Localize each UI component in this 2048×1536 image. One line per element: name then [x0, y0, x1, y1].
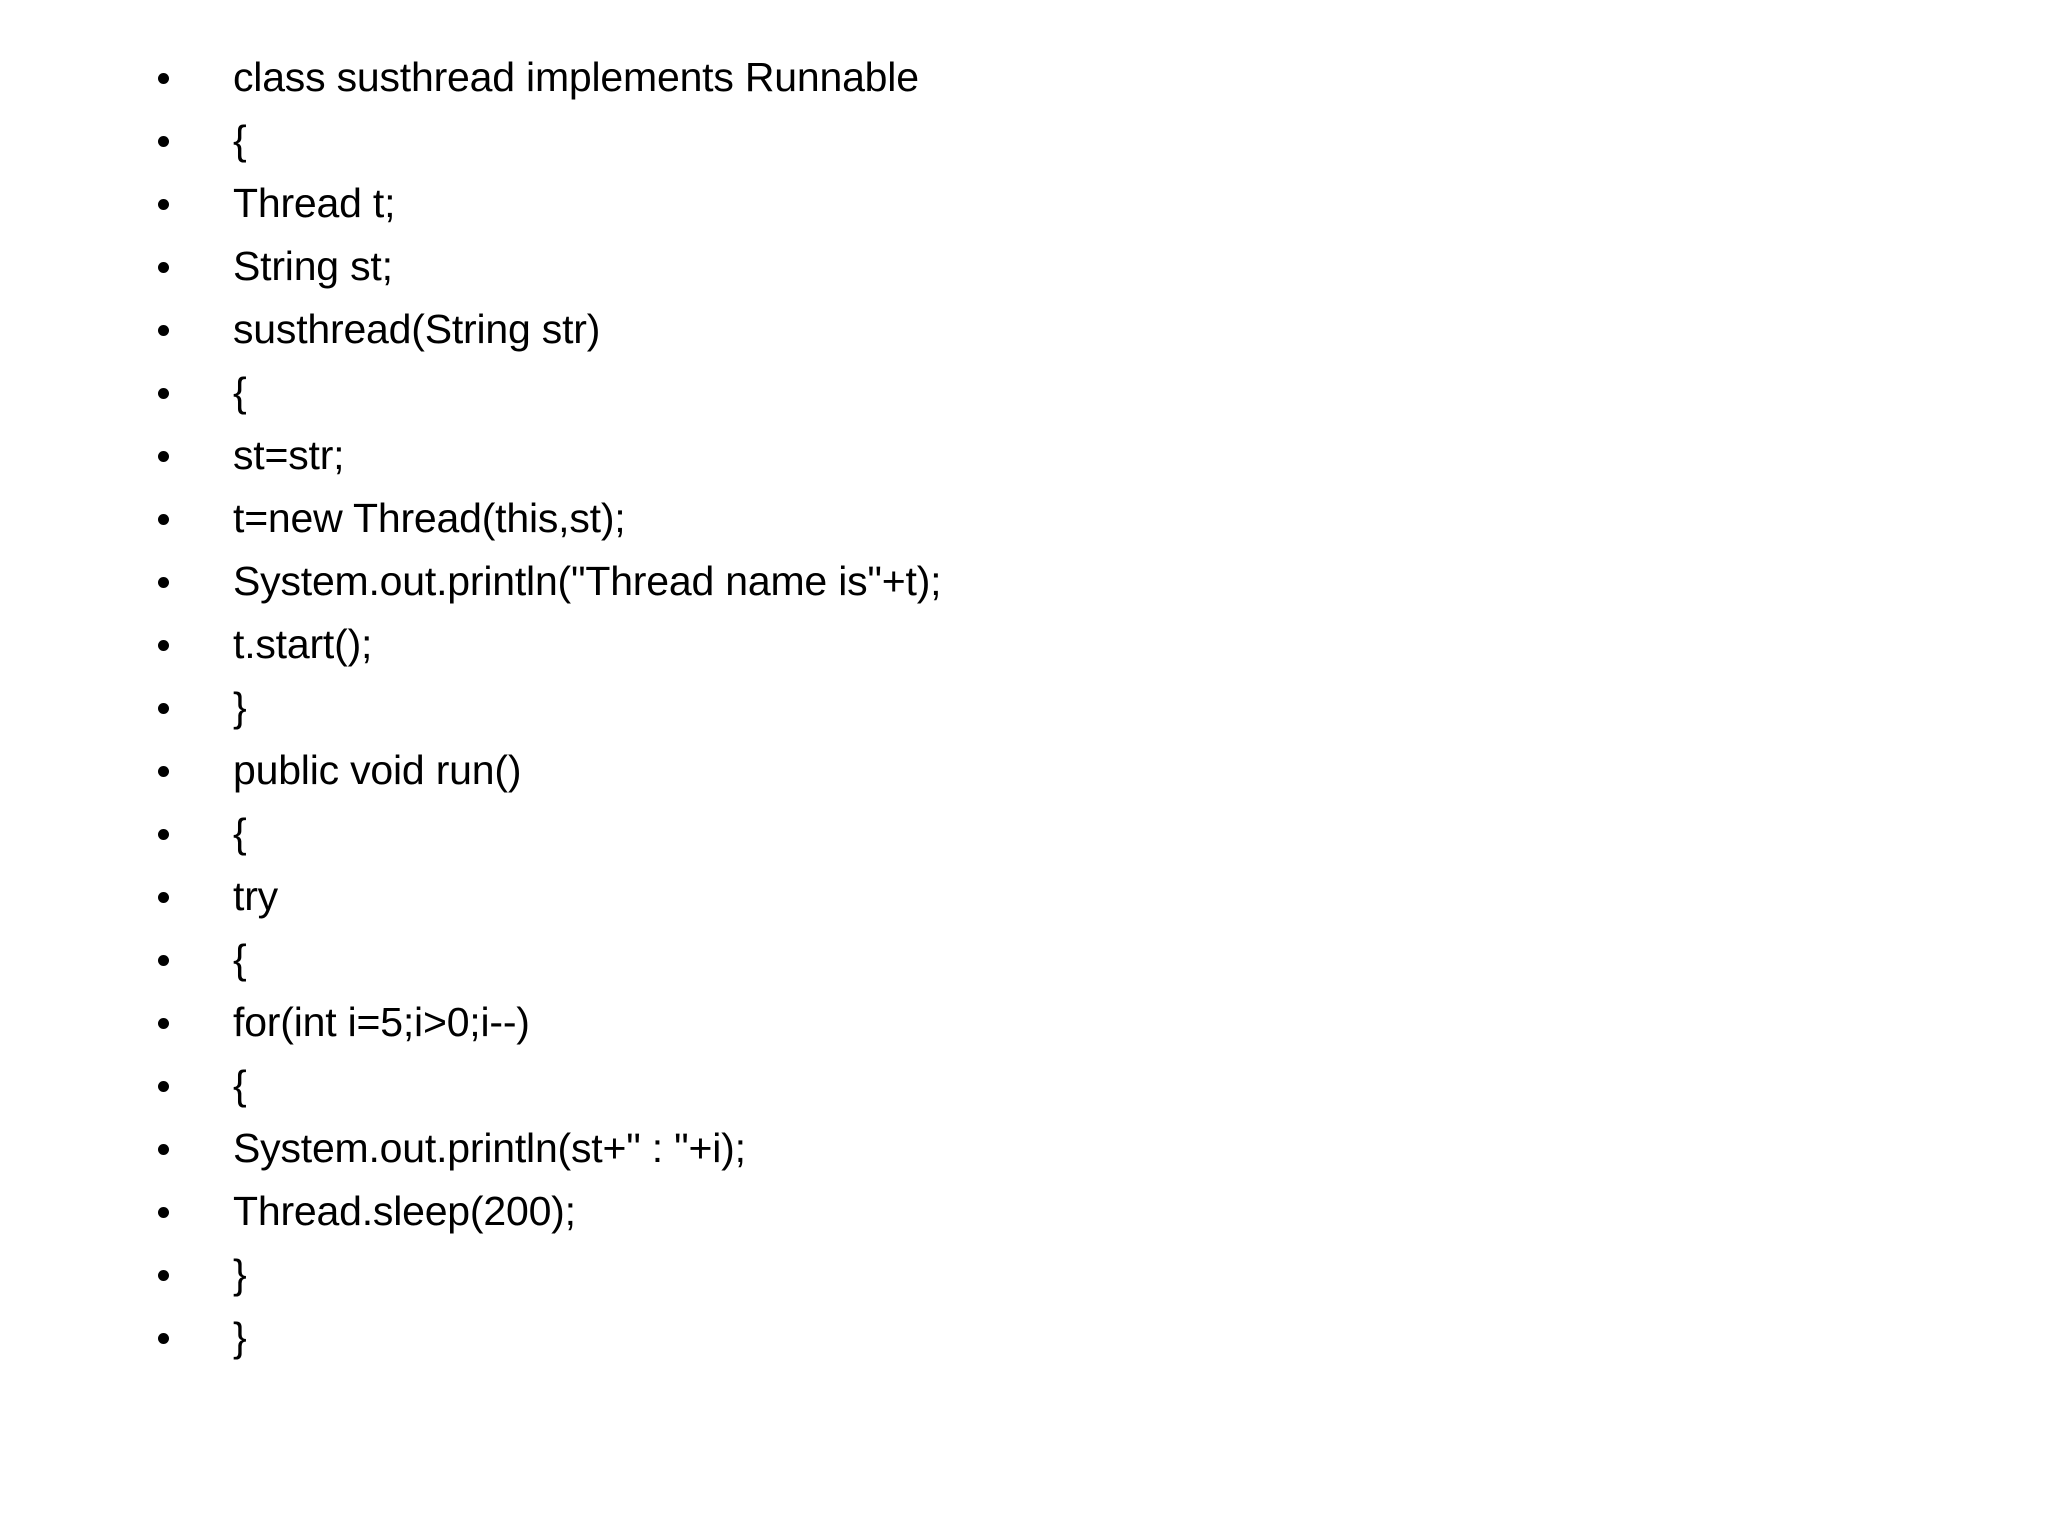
code-line-text: try [233, 873, 278, 919]
bullet-dot-icon [158, 828, 169, 840]
bullet-dot-icon [158, 198, 169, 210]
code-line-item: try [140, 865, 1940, 928]
bullet-dot-icon [158, 513, 169, 525]
bullet-dot-icon [158, 1332, 169, 1344]
code-line-text: { [233, 936, 247, 982]
code-line-item: { [140, 1054, 1940, 1117]
bullet-dot-icon [158, 1017, 169, 1029]
code-line-text: t=new Thread(this,st); [233, 495, 626, 541]
bullet-dot-icon [158, 1080, 169, 1092]
code-line-text: System.out.println("Thread name is"+t); [233, 558, 942, 604]
code-line-text: for(int i=5;i>0;i--) [233, 999, 530, 1045]
code-line-item: public void run() [140, 739, 1940, 802]
code-line-text: Thread.sleep(200); [233, 1188, 576, 1234]
code-line-text: t.start(); [233, 621, 373, 667]
code-line-text: { [233, 1062, 247, 1108]
code-line-item: } [140, 676, 1940, 739]
code-line-item: st=str; [140, 424, 1940, 487]
bullet-dot-icon [158, 1269, 169, 1281]
code-line-item: { [140, 802, 1940, 865]
code-line-text: } [233, 684, 247, 730]
code-line-item: for(int i=5;i>0;i--) [140, 991, 1940, 1054]
code-line-item: System.out.println("Thread name is"+t); [140, 550, 1940, 613]
code-line-text: } [233, 1251, 247, 1297]
code-bullet-list: class susthread implements Runnable { Thre… [140, 46, 1940, 1369]
code-line-text: { [233, 810, 247, 856]
bullet-dot-icon [158, 954, 169, 966]
bullet-dot-icon [158, 639, 169, 651]
code-line-text: } [233, 1314, 247, 1360]
code-line-text: System.out.println(st+" : "+i); [233, 1125, 746, 1171]
code-line-text: String st; [233, 243, 393, 289]
code-line-text: { [233, 369, 247, 415]
code-line-item: String st; [140, 235, 1940, 298]
code-line-text: { [233, 117, 247, 163]
bullet-dot-icon [158, 1143, 169, 1155]
code-line-item: } [140, 1306, 1940, 1369]
bullet-dot-icon [158, 765, 169, 777]
code-line-item: Thread.sleep(200); [140, 1180, 1940, 1243]
bullet-dot-icon [158, 1206, 169, 1218]
code-line-item: { [140, 109, 1940, 172]
code-line-item: t=new Thread(this,st); [140, 487, 1940, 550]
code-line-item: t.start(); [140, 613, 1940, 676]
code-line-item: class susthread implements Runnable [140, 46, 1940, 109]
bullet-dot-icon [158, 324, 169, 336]
code-line-item: } [140, 1243, 1940, 1306]
code-line-item: susthread(String str) [140, 298, 1940, 361]
code-line-text: public void run() [233, 747, 522, 793]
bullet-dot-icon [158, 387, 169, 399]
bullet-dot-icon [158, 891, 169, 903]
code-line-text: class susthread implements Runnable [233, 54, 919, 100]
code-line-item: { [140, 361, 1940, 424]
bullet-dot-icon [158, 702, 169, 714]
code-line-text: susthread(String str) [233, 306, 601, 352]
bullet-dot-icon [158, 576, 169, 588]
code-line-item: System.out.println(st+" : "+i); [140, 1117, 1940, 1180]
code-line-item: { [140, 928, 1940, 991]
bullet-dot-icon [158, 261, 169, 273]
bullet-dot-icon [158, 450, 169, 462]
code-line-item: Thread t; [140, 172, 1940, 235]
code-line-text: Thread t; [233, 180, 396, 226]
bullet-dot-icon [158, 135, 169, 147]
bullet-dot-icon [158, 72, 169, 84]
code-line-text: st=str; [233, 432, 345, 478]
